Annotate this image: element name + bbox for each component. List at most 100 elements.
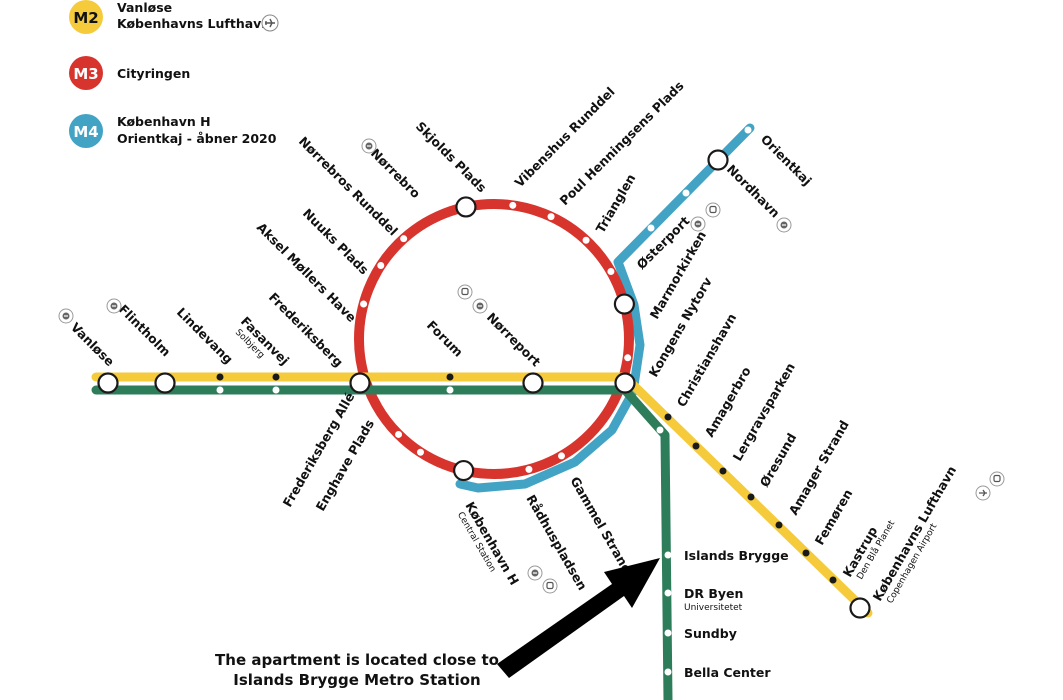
station-kbenhavns-lufthavn xyxy=(849,597,871,619)
station-dot-m4-b xyxy=(647,224,655,232)
label-resund: Øresund xyxy=(757,430,800,489)
s-train-icon xyxy=(472,298,488,314)
label-trianglen: Trianglen xyxy=(593,171,639,235)
legend-m2-line1: Vanløse xyxy=(117,0,172,15)
label-islands-brygge: Islands Brygge xyxy=(684,548,789,563)
label-vanlse: Vanløse xyxy=(68,320,118,370)
label-gammel-strand: Gammel Strand xyxy=(567,474,635,576)
station-dot-amagerbro xyxy=(692,442,700,450)
station-nordhavn xyxy=(707,149,729,171)
station-nrrebro xyxy=(455,196,477,218)
label-dr-byen: DR Byen xyxy=(684,586,743,601)
train-icon xyxy=(989,471,1005,487)
annotation-line2: Islands Brygge Metro Station xyxy=(233,671,480,689)
legend-m4-line2: Orientkaj - åbner 2020 xyxy=(117,131,277,146)
station-dot-sundby xyxy=(664,629,672,637)
label-bella-center: Bella Center xyxy=(684,665,771,680)
station-kbenhavn-h xyxy=(453,459,475,482)
label-vibenshus-runddel: Vibenshus Runddel xyxy=(512,84,618,190)
station-dot-bella-center xyxy=(664,668,672,676)
station-dot-dr-byen xyxy=(664,589,672,597)
legend: M2 Vanløse Københavns Lufthavn M3 Cityri… xyxy=(69,0,279,148)
sublabel-universitetet: Universitetet xyxy=(684,603,743,613)
station-dot-aksel-mllers-have xyxy=(360,300,368,308)
station-nrreport xyxy=(522,372,544,394)
m4-badge-label: M4 xyxy=(73,123,98,141)
label-orientkaj: Orientkaj xyxy=(758,132,815,189)
label-femren: Femøren xyxy=(812,487,856,548)
legend-m4: M4 København H Orientkaj - åbner 2020 xyxy=(69,114,277,148)
station-dot-marmorkirken xyxy=(624,354,632,362)
m3-ring xyxy=(354,199,634,479)
station-dot-lindevang xyxy=(216,373,224,381)
train-icon xyxy=(457,284,473,300)
station-dot-poul-henningsens-plads xyxy=(582,236,590,244)
station-dot-frederiksberg-alle xyxy=(395,430,403,438)
m2-badge xyxy=(69,0,103,34)
label-nrreport: Nørreport xyxy=(484,310,544,370)
station-dot-lindevang xyxy=(216,386,224,394)
station-dot-orientkaj xyxy=(744,126,752,134)
station-dot-fasanvej xyxy=(272,373,280,381)
station-dot-vibenshus-runddel xyxy=(547,213,555,221)
legend-m3-line1: Cityringen xyxy=(117,66,190,81)
station-dot-resund xyxy=(747,493,755,501)
train-icon xyxy=(705,202,721,218)
s-train-icon xyxy=(106,298,122,314)
label-flintholm: Flintholm xyxy=(116,302,174,360)
label-aksel-mllers-have: Aksel Møllers Have xyxy=(254,220,359,325)
station-vanlse xyxy=(97,372,119,394)
station-sterport xyxy=(613,293,635,315)
m3-badge xyxy=(69,56,103,90)
station-flintholm xyxy=(154,372,176,394)
label-skjolds-plads: Skjolds Plads xyxy=(413,119,490,196)
station-dot-gammel-strand xyxy=(558,452,565,460)
station-dot-enghave-plads xyxy=(416,448,424,456)
station-dot-forum xyxy=(446,373,454,381)
station-dot-kastrup xyxy=(829,576,837,584)
legend-m4-line1: København H xyxy=(117,114,211,129)
m2-badge-label: M2 xyxy=(73,9,98,27)
m4-badge xyxy=(69,114,103,148)
metro-lines xyxy=(91,123,873,700)
s-train-icon xyxy=(58,308,74,324)
station-dot-m4-south xyxy=(656,426,664,434)
s-train-icon xyxy=(361,138,377,154)
pointer-arrow xyxy=(497,558,660,678)
annotation-line1: The apartment is located close to xyxy=(215,651,499,669)
s-train-icon xyxy=(527,565,543,581)
station-dot-nrrebros-runddel xyxy=(400,235,408,243)
stations xyxy=(97,126,871,676)
airplane-icon xyxy=(975,485,991,501)
m3-badge-label: M3 xyxy=(73,65,98,83)
label-nordhavn: Nordhavn xyxy=(724,162,783,221)
station-dot-forum xyxy=(446,386,454,394)
legend-m2-line2: Københavns Lufthavn xyxy=(117,16,270,31)
station-dot-trianglen xyxy=(607,268,615,275)
s-train-icon xyxy=(690,216,706,232)
legend-m2: M2 Vanløse Københavns Lufthavn xyxy=(69,0,279,34)
airplane-icon xyxy=(261,14,279,32)
station-dot-nuuks-plads xyxy=(377,261,385,269)
legend-m3: M3 Cityringen xyxy=(69,56,190,90)
annotation: The apartment is located close to Island… xyxy=(215,558,660,689)
label-sundby: Sundby xyxy=(684,626,737,641)
station-kongens-nytorv xyxy=(614,372,636,394)
station-dot-islands-brygge xyxy=(664,551,672,559)
station-frederiksberg xyxy=(349,372,371,394)
station-dot-m4-a xyxy=(682,189,690,197)
station-dot-christianshavn xyxy=(664,413,672,421)
train-icon xyxy=(542,578,558,594)
label-nrrebro: Nørrebro xyxy=(368,146,424,202)
m4-north-line xyxy=(455,123,755,493)
station-dot-fasanvej xyxy=(272,386,280,394)
station-dot-skjolds-plads xyxy=(509,201,517,209)
station-dot-femren xyxy=(802,549,810,557)
station-dot-amager-strand xyxy=(775,521,783,529)
station-dot-lergravsparken xyxy=(719,467,727,475)
label-forum: Forum xyxy=(424,318,466,360)
station-dot-radhuspladsen xyxy=(525,465,533,473)
s-train-icon xyxy=(776,217,792,233)
label-lindevang: Lindevang xyxy=(174,305,236,367)
